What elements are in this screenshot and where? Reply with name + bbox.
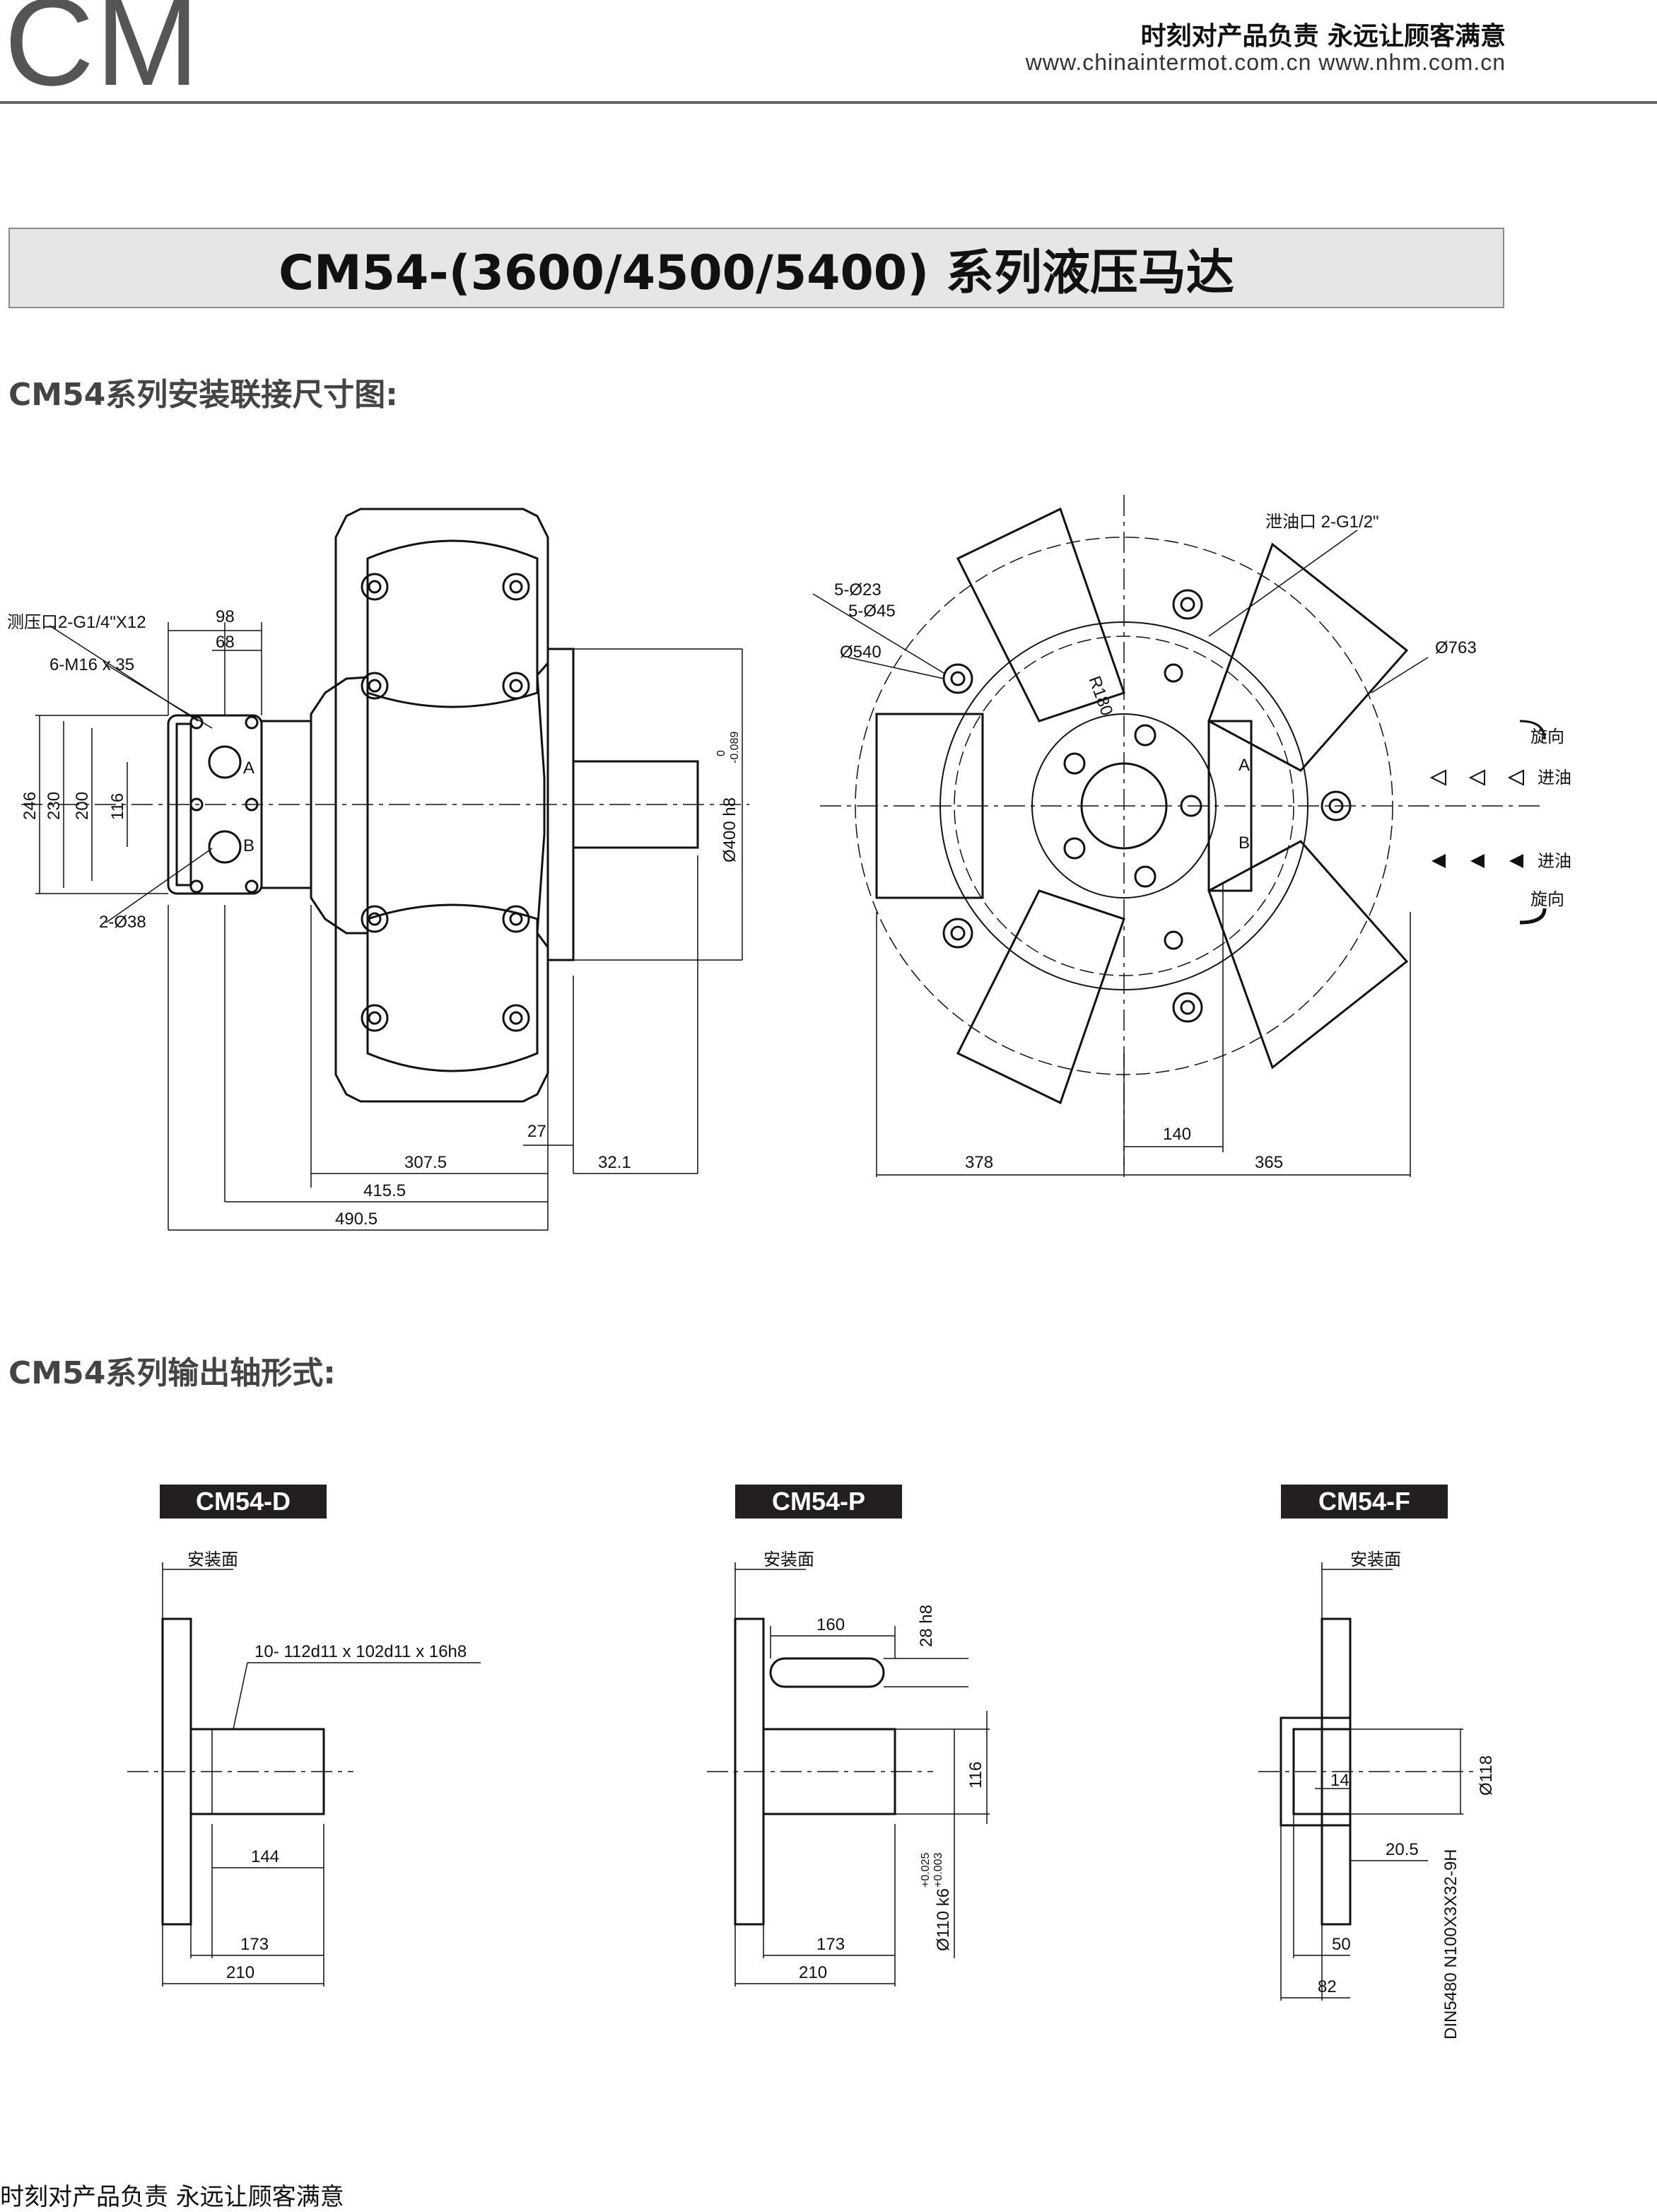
- side-view-drawing: 测压口2-G1/4"X12 6-M16 x 35 98 68 246 230 2…: [7, 508, 749, 1231]
- header-urls: www.chinaintermot.com.cn www.nhm.com.cn: [1025, 49, 1506, 75]
- tag-cm54-d: CM54-D: [160, 1485, 327, 1518]
- tag-cm54-f: CM54-F: [1281, 1485, 1448, 1518]
- rotation-label-2: 旋向: [1530, 890, 1564, 909]
- dim-365: 365: [1255, 1153, 1283, 1172]
- dim-200: 200: [73, 792, 92, 820]
- front-view-drawing: 5-Ø23 5-Ø45 Ø540 泄油口 2-G1/2" Ø763 R180 A…: [812, 495, 1571, 1177]
- shaft-p-dim-173: 173: [816, 1935, 845, 1954]
- shaft-d-dim-210: 210: [226, 1963, 254, 1982]
- dim-246: 246: [21, 792, 40, 820]
- header-divider: [0, 101, 1657, 104]
- shaft-p-tol-lower: +0.003: [932, 1853, 944, 1888]
- drain-port-label: 泄油口 2-G1/2": [1265, 513, 1379, 532]
- dim-307-5: 307.5: [404, 1153, 447, 1172]
- brand-logo: CM: [4, 0, 201, 112]
- rotation-label-1: 旋向: [1530, 727, 1564, 747]
- dim-27: 27: [527, 1122, 546, 1141]
- dia-763-label: Ø763: [1435, 638, 1477, 657]
- port-b-label: B: [243, 836, 254, 855]
- shaft-d-dim-144: 144: [251, 1847, 279, 1866]
- front-port-a-label: A: [1239, 756, 1250, 775]
- shaft-p-drawing: 安装面 160 28 h8 116 Ø110 k6 +0.025 +0.003 …: [707, 1550, 990, 1986]
- shaft-d-mount-label: 安装面: [187, 1550, 238, 1569]
- shaft-f-dim-20-5: 20.5: [1386, 1840, 1419, 1859]
- shaft-tol-upper: 0: [715, 750, 727, 756]
- front-port-b-label: B: [1239, 833, 1250, 853]
- header-slogan: 时刻对产品负责 永远让顾客满意: [1140, 22, 1506, 51]
- shaft-f-spline-label: DIN5480 N100X3X32-9H: [1441, 1849, 1460, 2040]
- shaft-d-drawing: 安装面 10- 112d11 x 102d11 x 16h8 144 173 2…: [127, 1550, 481, 1986]
- install-section-heading: CM54系列安装联接尺寸图:: [8, 377, 398, 413]
- dim-415-5: 415.5: [363, 1181, 406, 1200]
- dim-116: 116: [108, 793, 127, 820]
- shaft-f-dim-50: 50: [1332, 1935, 1351, 1954]
- dim-68: 68: [216, 633, 235, 652]
- shaft-d-spline-label: 10- 112d11 x 102d11 x 16h8: [254, 1642, 467, 1661]
- oil-inlet-label-2: 进油: [1538, 852, 1571, 871]
- footer-slogan: 时刻对产品负责 永远让顾客满意: [0, 2183, 344, 2211]
- dim-230: 230: [45, 792, 64, 820]
- shaft-p-tol-upper: +0.025: [920, 1853, 932, 1888]
- shaft-p-dim-160: 160: [816, 1615, 845, 1634]
- holes-23-label: 5-Ø23: [834, 580, 882, 599]
- shaft-f-dim-14: 14: [1330, 1771, 1349, 1790]
- shaft-p-dim-28: 28 h8: [917, 1605, 936, 1647]
- dim-140: 140: [1163, 1125, 1191, 1144]
- holes-45-label: 5-Ø45: [848, 602, 896, 621]
- shaft-f-mount-label: 安装面: [1350, 1550, 1401, 1569]
- shaft-f-dim-82: 82: [1318, 1977, 1337, 1996]
- oil-inlet-label-1: 进油: [1538, 768, 1571, 788]
- shaft-p-dim-110: Ø110 k6: [934, 1888, 953, 1951]
- shaft-p-mount-label: 安装面: [763, 1550, 814, 1569]
- shaft-diameter-label: Ø400 h8: [720, 797, 739, 862]
- tag-cm54-p: CM54-P: [735, 1485, 902, 1518]
- shaft-p-dim-210: 210: [799, 1963, 827, 1982]
- holes-38-label: 2-Ø38: [99, 913, 146, 932]
- bolt-spec-label: 6-M16 x 35: [49, 655, 134, 674]
- dia-540-label: Ø540: [840, 643, 882, 662]
- shaft-f-drawing: 安装面 14 Ø118 20.5 DIN5480 N100X3X32-9H 50…: [1258, 1550, 1496, 2040]
- dim-32-1: 32.1: [598, 1153, 631, 1172]
- dim-490-5: 490.5: [335, 1210, 377, 1229]
- dim-378: 378: [965, 1153, 993, 1172]
- port-a-label: A: [243, 759, 254, 778]
- shaft-tol-lower: -0.089: [729, 732, 741, 763]
- pressure-port-label: 测压口2-G1/4"X12: [7, 613, 146, 632]
- shaft-d-dim-173: 173: [240, 1935, 269, 1954]
- shaft-section-heading: CM54系列输出轴形式:: [8, 1355, 336, 1391]
- shaft-f-dim-118: Ø118: [1477, 1755, 1496, 1796]
- dim-98: 98: [216, 607, 235, 626]
- shaft-p-dim-116: 116: [966, 1762, 985, 1789]
- page-title: CM54-(3600/4500/5400) 系列液压马达: [8, 228, 1504, 308]
